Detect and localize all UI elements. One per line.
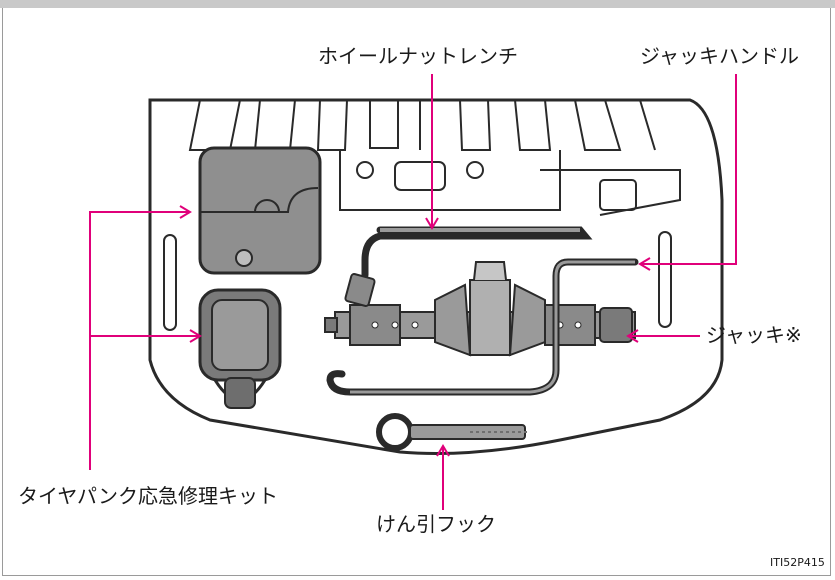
leader-repair-kit xyxy=(89,211,200,470)
label-wheel-nut-wrench: ホイールナットレンチ xyxy=(318,44,518,68)
label-towing-hook: けん引フック xyxy=(376,512,496,536)
figure-code: ITI52P415 xyxy=(770,556,825,569)
arrow-towing-hook xyxy=(436,444,450,457)
label-repair-kit: タイヤパンク応急修理キット xyxy=(18,484,278,508)
arrow-repair-kit-box xyxy=(179,205,192,219)
arrow-wheel-nut-wrench xyxy=(425,217,439,230)
leader-jack-handle xyxy=(642,74,737,265)
right-slot xyxy=(658,231,672,328)
jack-handle xyxy=(326,258,639,396)
repair-kit-compressor xyxy=(198,288,282,409)
wheel-nut-wrench xyxy=(344,226,593,307)
arrow-repair-kit-compressor xyxy=(189,329,202,343)
repair-kit-box xyxy=(198,146,322,275)
tray-ribs xyxy=(188,99,681,216)
label-jack-handle: ジャッキハンドル xyxy=(640,44,799,68)
leader-lines xyxy=(89,74,737,510)
left-slot xyxy=(163,234,177,331)
top-bar xyxy=(0,0,835,8)
arrow-jack xyxy=(626,329,639,343)
arrow-jack-handle xyxy=(638,257,651,271)
jack-body xyxy=(324,261,636,357)
towing-hook xyxy=(376,413,530,451)
label-jack: ジャッキ※ xyxy=(706,323,802,347)
